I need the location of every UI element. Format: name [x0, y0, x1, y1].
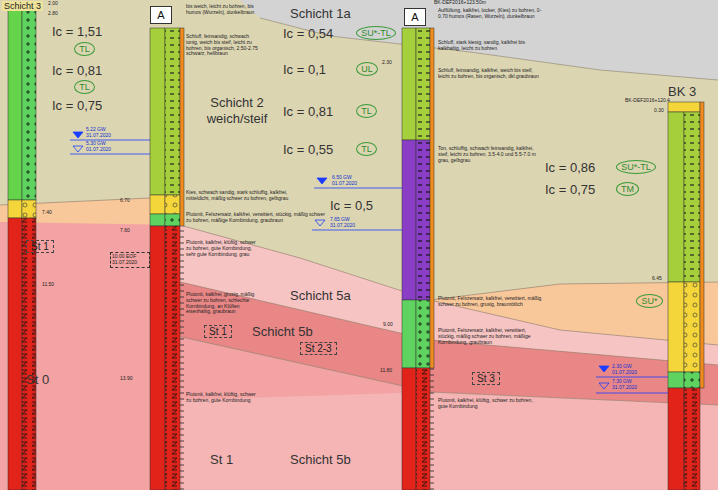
consistency-index: Ic = 0,81 [52, 63, 102, 78]
depth-value: 2.30 [382, 60, 392, 66]
soil-description: Plutonit, kalkfrei, klüftig, schwer zu b… [186, 392, 258, 404]
groundwater-level: 6.50 GW 01.07.2020 [332, 175, 368, 187]
rock-class: St 2-3 [300, 342, 337, 355]
borehole-name: A [157, 9, 164, 21]
consistency-index: Ic = 0,5 [330, 198, 373, 213]
depth-value: 6.70 [120, 198, 130, 204]
soil-group-ellipse: UL [356, 62, 378, 76]
soil-description: Plutonit, kalkfrei, klüftig, schwer zu b… [186, 240, 258, 257]
soil-group: SU*-TL [361, 28, 391, 38]
borehole-header: A [150, 6, 172, 24]
soil-description: Plutonit, Felszersatz, kalkfrei, verwitt… [438, 296, 542, 308]
soil-description: Plutonit, Felszersatz, kalkfrei, verwitt… [438, 328, 542, 345]
soil-description: Kies, schwach sandig, stark schluffig, k… [186, 190, 306, 202]
soil-group-ellipse: SU*-TL [616, 160, 656, 174]
soil-description: Plutonit, Felszersatz, kalkfrei, verwitt… [186, 212, 326, 224]
borehole-end: 10.00 EOF 31.07.2020 [110, 252, 150, 268]
soil-group-ellipse: TM [616, 182, 639, 196]
layer-name: Schicht 1a [290, 6, 351, 21]
layer-name: Schicht 2 weich/steif [196, 95, 278, 126]
depth-value: 7.60 [120, 228, 130, 234]
consistency-index: Ic = 0,55 [283, 142, 333, 157]
soil-description: Plutonit, kalkfrei, klüftig, schwer zu b… [438, 398, 542, 410]
soil-group: TL [361, 144, 372, 154]
depth-value: BK-DEF2016+120.4 [625, 98, 670, 104]
borehole-header: A [404, 8, 426, 26]
soil-group-ellipse: TL [356, 104, 377, 118]
groundwater-level: 5.22 GW 31.07.2020 [86, 127, 122, 139]
layer-name: Schicht 5b [290, 452, 351, 467]
rock-class: St 1 [26, 240, 54, 253]
depth-value: 7.40 [42, 210, 52, 216]
consistency-index: Ic = 1,51 [52, 24, 102, 39]
soil-description: Schluff, feinsandig, schwach tonig, weic… [186, 34, 258, 57]
soil-group: SU* [641, 296, 657, 306]
soil-group-ellipse: TL [74, 42, 95, 56]
depth-value: 13.90 [120, 376, 133, 382]
soil-description: Plutonit, kalkfrei, grusig, mäßig schwer… [186, 292, 258, 315]
rock-class: St 1 [204, 325, 232, 338]
soil-description: bis weich, leicht zu bohren, bis humos (… [186, 4, 256, 16]
soil-group-ellipse: SU*-TL [356, 26, 396, 40]
groundwater-level: 2.30 GW 01.07.2020 [612, 364, 648, 376]
consistency-index: Ic = 0,54 [283, 26, 333, 41]
depth-value: 0.30 [654, 108, 664, 114]
rock-class: St 3 [472, 372, 500, 385]
groundwater-level: 7.65 GW 31.07.2020 [330, 217, 366, 229]
soil-group: TL [79, 82, 90, 92]
consistency-index: Ic = 0,1 [283, 62, 326, 77]
soil-group-ellipse: TL [74, 80, 95, 94]
groundwater-level: 7.30 GW 31.07.2020 [612, 379, 648, 391]
layer-name: BK 3 [668, 84, 696, 99]
layer-name: St 1 [210, 452, 233, 467]
soil-group: UL [361, 64, 373, 74]
soil-description: Auffüllung, kalkfrei, locker, (Kies) zu … [438, 8, 542, 20]
consistency-index: Ic = 0,86 [545, 160, 595, 175]
soil-group: TL [79, 44, 90, 54]
soil-description: Schluff, feinsandig, kalkfrei, weich bis… [438, 68, 542, 80]
depth-value: 9.00 [383, 322, 393, 328]
layer-name: Schicht 5b [252, 324, 313, 339]
groundwater-level: 5.30 GW 01.07.2020 [86, 141, 122, 153]
borehole-name: A [411, 11, 418, 23]
soil-group: TM [621, 184, 634, 194]
soil-description: Ton, schluffig, schwach feinsandig, kalk… [438, 146, 542, 163]
consistency-index: Ic = 0,75 [52, 98, 102, 113]
soil-description: Schluff, stark kiesig, sandig, kalkfrei … [438, 40, 542, 52]
soil-group-ellipse: TL [356, 142, 377, 156]
soil-group: TL [361, 106, 372, 116]
consistency-index: Ic = 0,81 [283, 104, 333, 119]
depth-value: BK-DEF2016+123.50m [434, 0, 486, 6]
soil-group: SU*-TL [621, 162, 651, 172]
layer-title: Schicht 3 [2, 1, 43, 11]
depth-value: 6.45 [652, 276, 662, 282]
layer-name: St 0 [26, 372, 49, 387]
soil-group-ellipse: SU* [636, 294, 663, 308]
depth-value: 11.50 [42, 282, 54, 288]
depth-value: 2.00 [48, 1, 58, 7]
depth-value: 2.80 [48, 11, 58, 17]
layer-name: Schicht 5a [290, 288, 351, 303]
consistency-index: Ic = 0,75 [545, 182, 595, 197]
depth-value: 11.80 [380, 368, 392, 374]
